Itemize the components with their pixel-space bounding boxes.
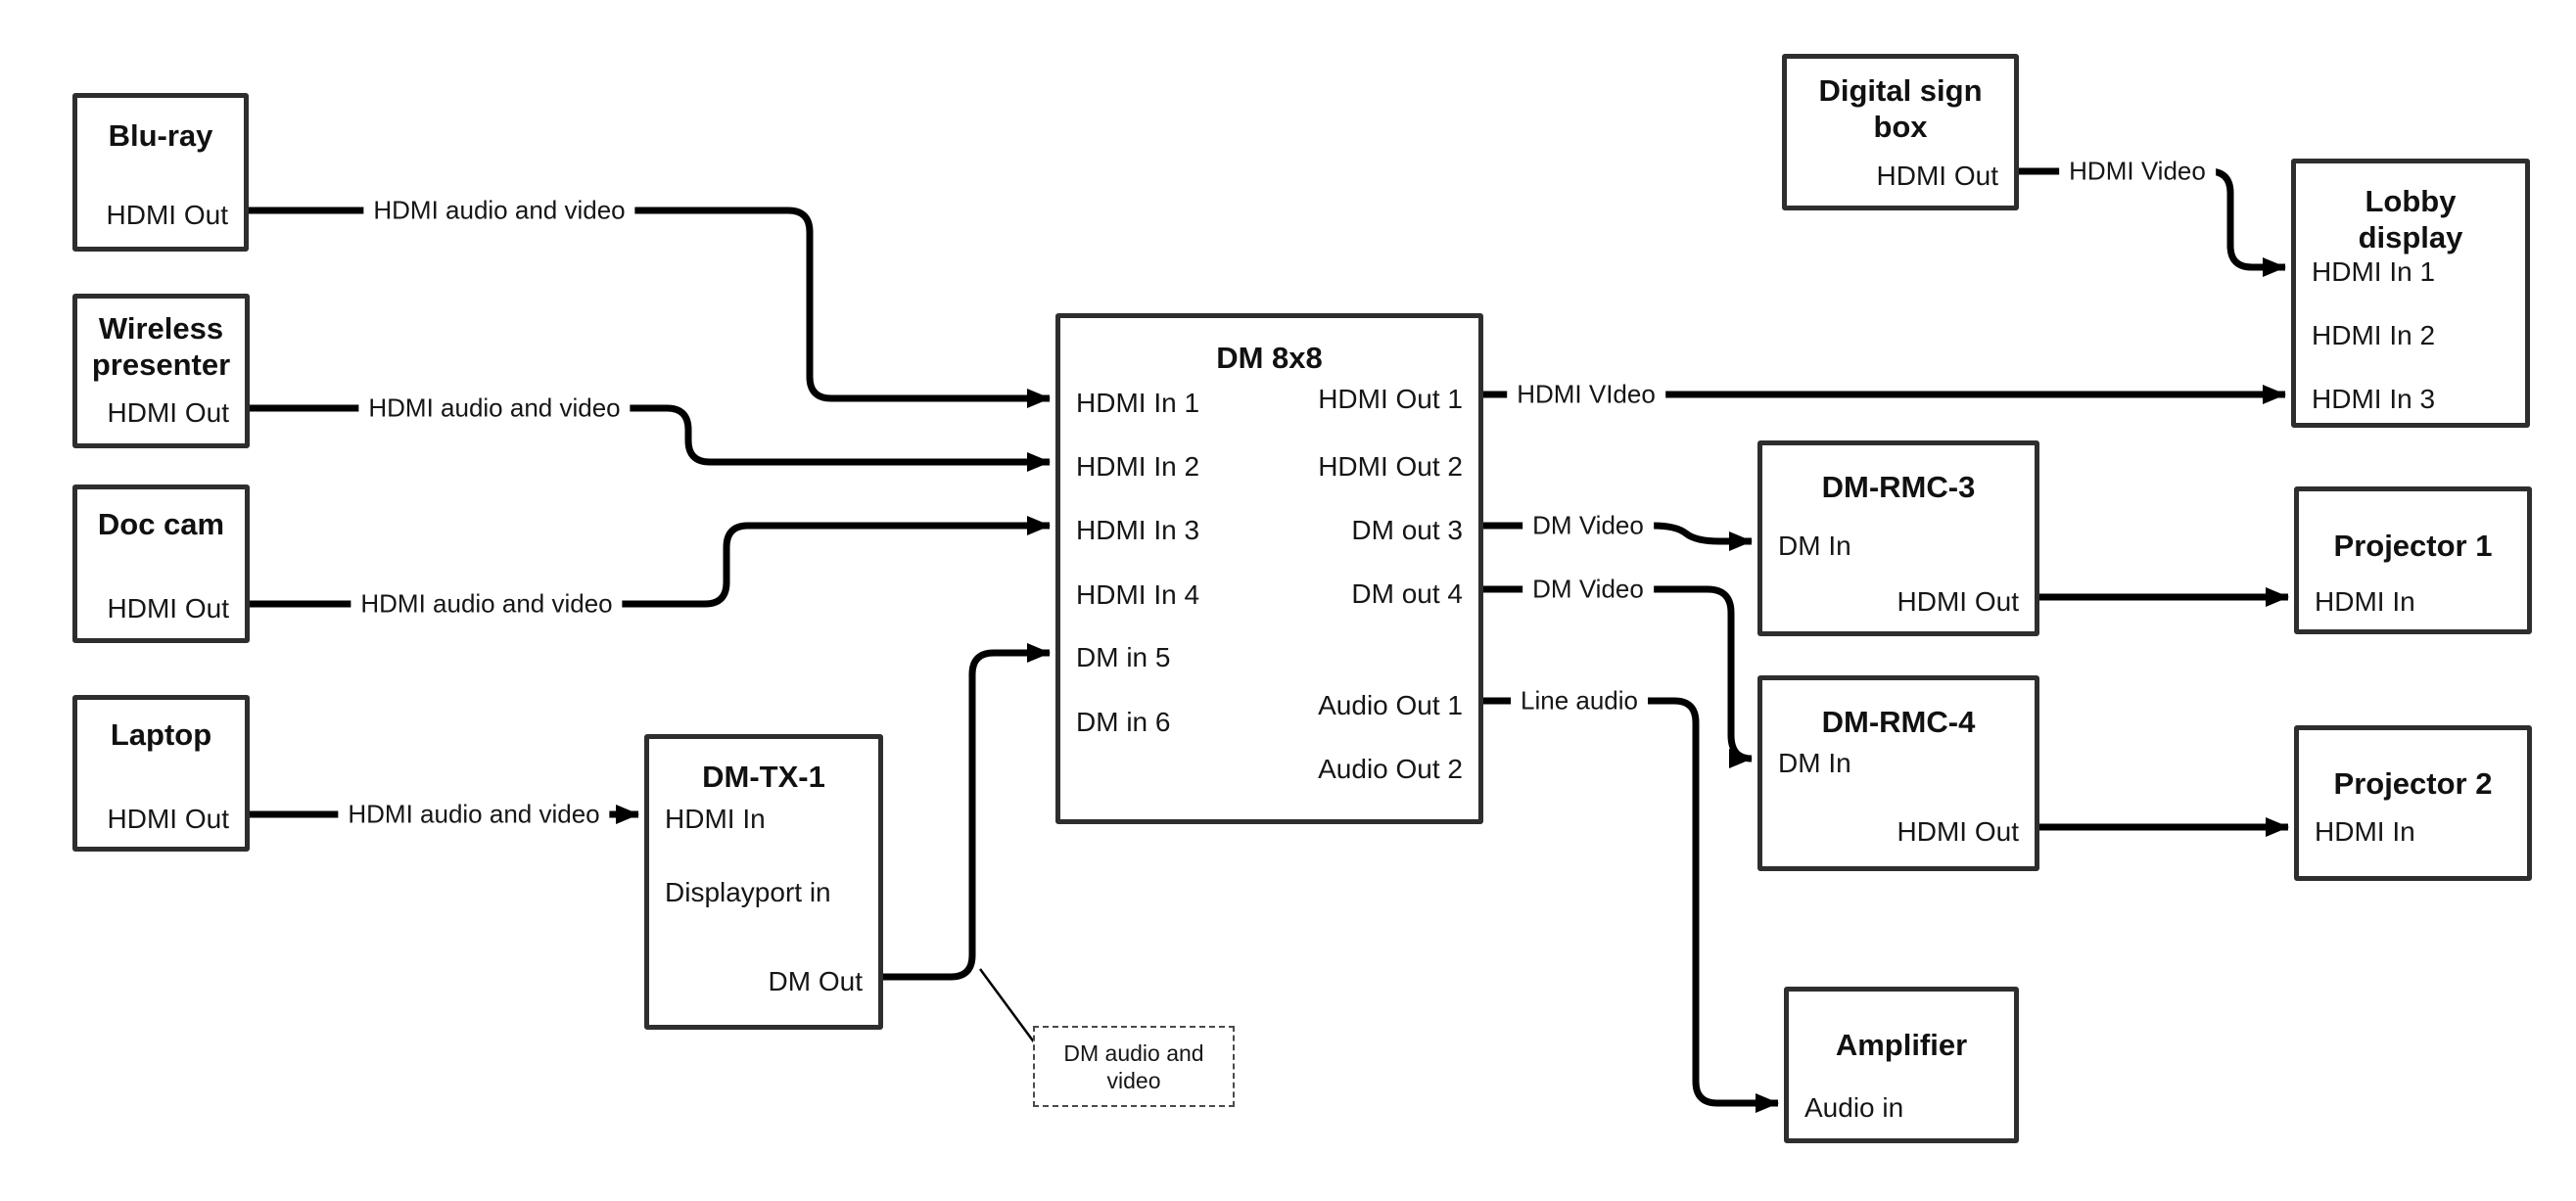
node-proj2-title: Projector 2 [2333,766,2493,801]
node-lobby-display: Lobby display HDMI In 1 HDMI In 2 HDMI I… [2291,159,2530,428]
callout-dm-audio-video: DM audio and video [1033,1026,1235,1107]
port-dmrmc4-hdmi-out: HDMI Out [1897,816,2019,847]
port-digitalsign-hdmi-out: HDMI Out [1876,161,1998,191]
port-laptop-hdmi-out: HDMI Out [107,804,229,834]
node-amplifier: Amplifier Audio in [1784,987,2019,1143]
wire-doccam-to-dm8x8-in3 [250,516,1051,608]
port-proj2-hdmi-in: HDMI In [2315,816,2415,847]
port-dmtx1-dm-out: DM Out [768,966,863,996]
port-dmtx1-displayport-in: Displayport in [665,877,831,907]
port-dm8x8-hdmi-in-2: HDMI In 2 [1076,451,1200,482]
callout-text: DM audio and video [1063,1039,1204,1093]
port-lobby-hdmi-in-2: HDMI In 2 [2312,320,2436,350]
node-projector-1: Projector 1 HDMI In [2294,486,2532,634]
wire-dm8x8-out3-to-dmrmc3 [1483,522,1753,551]
wire-digitalsign-to-lobby-in1 [2019,167,2286,277]
port-dm8x8-hdmi-in-3: HDMI In 3 [1076,515,1200,545]
port-dmrmc4-dm-in: DM In [1778,748,1851,778]
node-dmtx1-title: DM-TX-1 [702,760,825,794]
port-lobby-hdmi-in-3: HDMI In 3 [2312,384,2436,414]
node-dm8x8-title: DM 8x8 [1216,341,1323,375]
node-laptop: Laptop HDMI Out [72,695,250,852]
wire-label-audio-out1: Line audio [1511,683,1648,718]
port-dmtx1-hdmi-in: HDMI In [665,804,766,834]
port-dm8x8-hdmi-in-4: HDMI In 4 [1076,579,1200,610]
node-amplifier-title: Amplifier [1835,1028,1968,1062]
port-dm8x8-hdmi-out-2: HDMI Out 2 [1318,451,1463,482]
port-lobby-hdmi-in-1: HDMI In 1 [2312,256,2436,287]
port-dm8x8-dm-out-3: DM out 3 [1351,515,1463,545]
node-wireless-title: Wireless presenter [91,311,231,382]
port-dm8x8-audio-out-2: Audio Out 2 [1318,754,1463,784]
wire-dm8x8-out4-to-dmrmc4 [1483,585,1753,768]
callout-leader-line [978,968,1037,1044]
wire-dmtx1-to-dm8x8-in5 [883,643,1051,981]
node-dmrmc3-title: DM-RMC-3 [1821,470,1976,504]
wire-label-hdmi-out1: HDMI VIdeo [1507,377,1665,412]
node-doc-cam: Doc cam HDMI Out [72,485,250,643]
wire-bluray-to-dm8x8-in1 [248,207,1051,408]
node-doccam-title: Doc cam [97,507,225,541]
wire-label-wireless: HDMI audio and video [358,391,631,426]
wire-label-digital-sign: HDMI Video [2059,154,2216,189]
node-dm-rmc-3: DM-RMC-3 DM In HDMI Out [1757,440,2039,636]
node-projector-2: Projector 2 HDMI In [2294,725,2532,881]
wire-label-bluray: HDMI audio and video [363,193,635,228]
wire-wireless-to-dm8x8-in2 [250,404,1051,472]
node-dm-8x8: DM 8x8 HDMI In 1 HDMI In 2 HDMI In 3 HDM… [1055,313,1483,824]
port-dm8x8-dm-in-5: DM in 5 [1076,642,1171,672]
node-dm-rmc-4: DM-RMC-4 DM In HDMI Out [1757,675,2039,871]
node-bluray: Blu-ray HDMI Out [72,93,249,252]
port-amplifier-audio-in: Audio in [1804,1092,1904,1123]
port-dm8x8-dm-in-6: DM in 6 [1076,707,1171,737]
wire-label-dm-out3: DM Video [1522,508,1654,543]
wire-label-laptop: HDMI audio and video [338,797,610,832]
port-doccam-hdmi-out: HDMI Out [107,593,229,624]
node-proj1-title: Projector 1 [2333,529,2493,563]
node-digital-sign-box: Digital sign box HDMI Out [1782,54,2019,210]
port-bluray-hdmi-out: HDMI Out [106,200,228,230]
wire-dm8x8-audio1-to-amplifier [1483,697,1779,1113]
wire-label-doccam: HDMI audio and video [351,586,623,622]
port-wireless-hdmi-out: HDMI Out [107,397,229,428]
node-dmrmc4-title: DM-RMC-4 [1821,705,1976,739]
port-dmrmc3-hdmi-out: HDMI Out [1897,586,2019,617]
node-bluray-title: Blu-ray [108,118,213,153]
node-lobby-title: Lobby display [2358,184,2463,254]
port-dm8x8-audio-out-1: Audio Out 1 [1318,690,1463,720]
wire-label-dm-out4: DM Video [1522,572,1654,607]
port-dm8x8-hdmi-in-1: HDMI In 1 [1076,388,1200,418]
node-digitalsign-title: Digital sign box [1818,73,1983,144]
port-proj1-hdmi-in: HDMI In [2315,586,2415,617]
node-laptop-title: Laptop [110,717,212,752]
port-dm8x8-dm-out-4: DM out 4 [1351,578,1463,609]
node-dm-tx-1: DM-TX-1 HDMI In Displayport in DM Out [644,734,883,1030]
port-dmrmc3-dm-in: DM In [1778,531,1851,561]
node-wireless-presenter: Wireless presenter HDMI Out [72,294,250,448]
port-dm8x8-hdmi-out-1: HDMI Out 1 [1318,384,1463,414]
